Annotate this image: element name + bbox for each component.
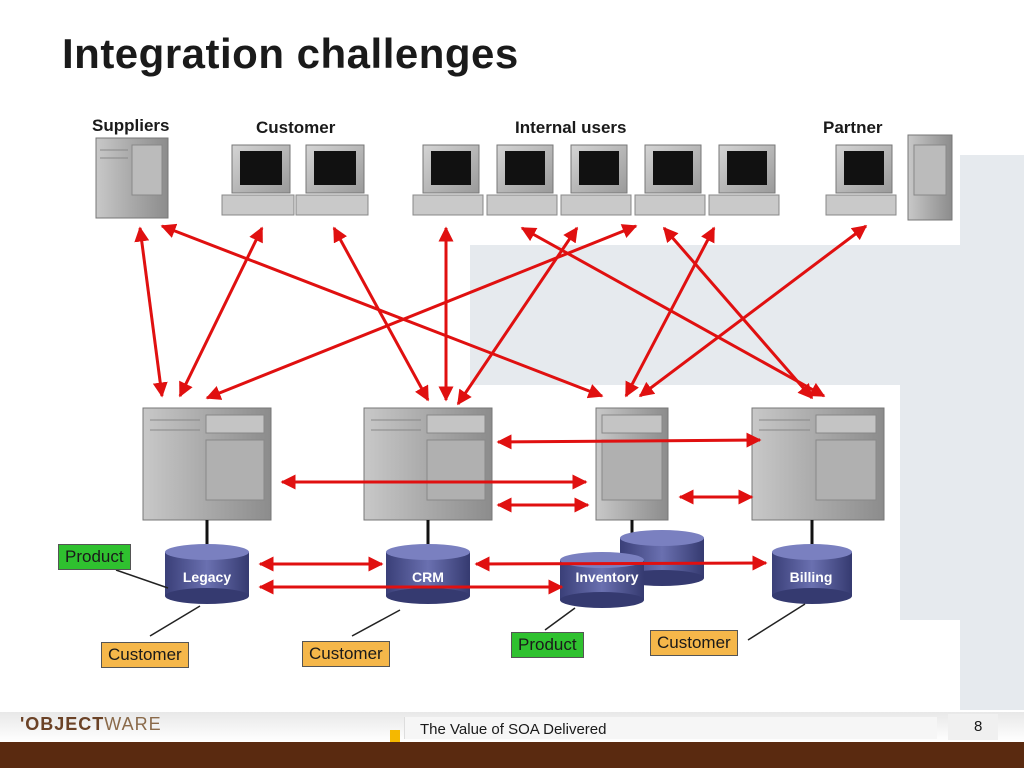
logo-part-ware: WARE xyxy=(104,714,162,734)
internal-workstation-icon-4 xyxy=(634,144,706,216)
page-number: 8 xyxy=(974,718,983,735)
customer-workstation-icon-2 xyxy=(295,144,369,216)
internal-workstation-icon-1 xyxy=(412,144,484,216)
customer-tag-right: Customer xyxy=(650,630,738,656)
legacy-db-icon xyxy=(165,544,249,604)
partner-workstation-icon xyxy=(825,144,897,216)
label-partner: Partner xyxy=(823,118,883,137)
subtitle-box xyxy=(404,717,937,739)
customer-tag-left: Customer xyxy=(101,642,189,668)
internal-workstation-icon-3 xyxy=(560,144,632,216)
customer-workstation-icon xyxy=(221,144,295,216)
logo-part-object: 'OBJECT xyxy=(20,714,105,734)
partner-server-icon xyxy=(907,134,953,221)
architecture-diagram xyxy=(95,134,953,641)
db-label-crm: CRM xyxy=(412,569,444,585)
product-tag-right: Product xyxy=(511,632,584,658)
footer-subtitle: The Value of SOA Delivered xyxy=(420,721,607,738)
label-suppliers: Suppliers xyxy=(92,116,170,135)
inventory-server-icon xyxy=(595,407,669,521)
footer-bar xyxy=(0,742,1024,768)
background-panel xyxy=(960,155,1024,710)
label-internal-users: Internal users xyxy=(515,118,627,137)
internal-workstation-icon-5 xyxy=(708,144,780,216)
page-title: Integration challenges xyxy=(62,30,519,77)
db-label-billing: Billing xyxy=(789,569,833,585)
crm-server-icon xyxy=(363,407,493,521)
callout-lines xyxy=(115,569,806,641)
legacy-server-icon xyxy=(142,407,272,521)
product-tag-left: Product xyxy=(58,544,131,570)
customer-tag-mid: Customer xyxy=(302,641,390,667)
company-logo: 'OBJECTWARE xyxy=(20,714,162,735)
db-label-inventory: Inventory xyxy=(575,569,639,585)
billing-db-icon xyxy=(772,544,852,604)
page-number-box xyxy=(948,714,998,740)
server-db-connectors xyxy=(205,520,814,548)
internal-workstation-icon-2 xyxy=(486,144,558,216)
label-customer: Customer xyxy=(256,118,336,137)
billing-server-icon xyxy=(751,407,885,521)
supplier-server-icon xyxy=(95,137,169,219)
background-panel-right xyxy=(900,385,960,620)
integration-arrows xyxy=(134,223,868,595)
db-label-legacy: Legacy xyxy=(182,569,232,585)
